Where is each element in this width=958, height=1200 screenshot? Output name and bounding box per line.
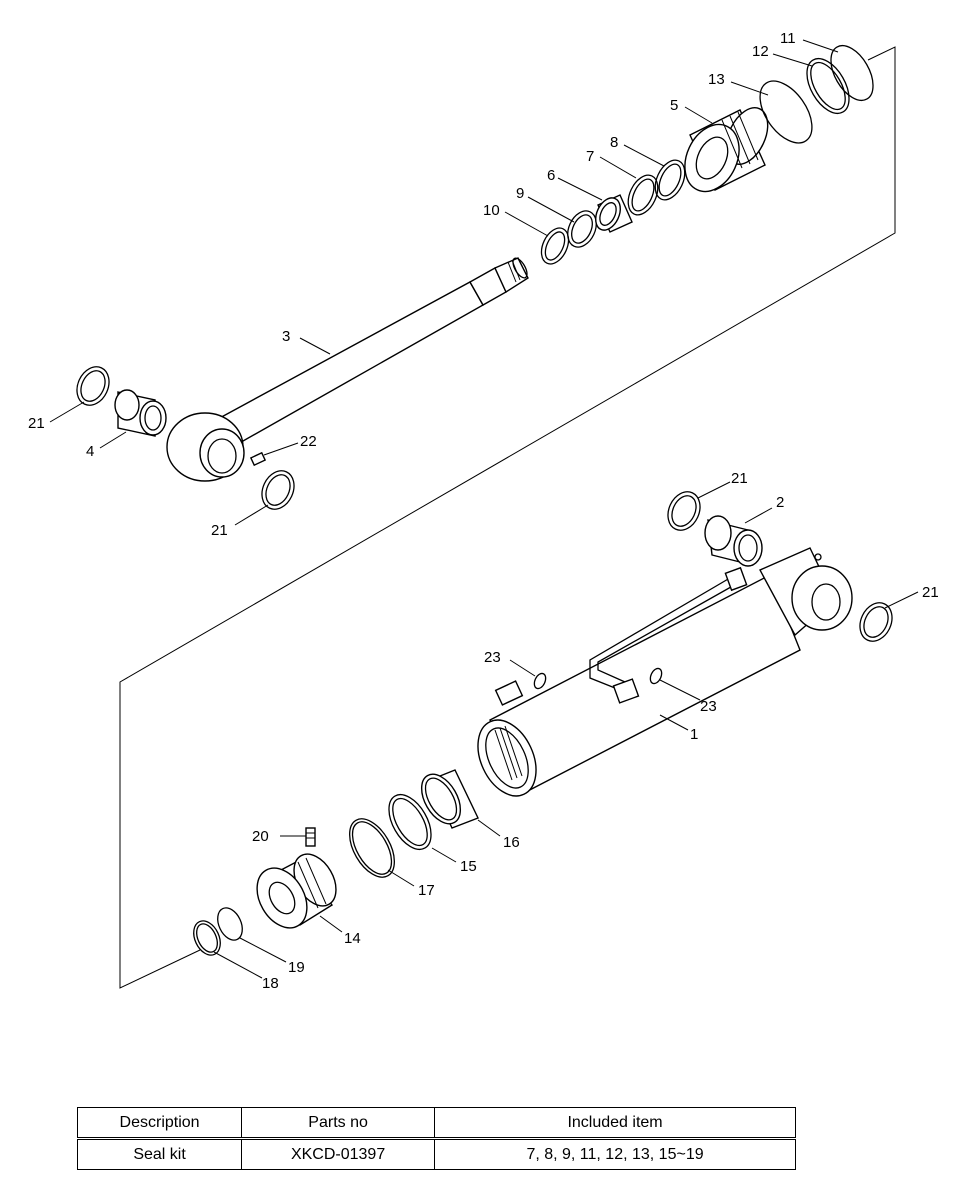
backup-ring-part-12 — [806, 58, 850, 114]
part-label-10: 10 — [483, 202, 500, 219]
part-label-13: 13 — [708, 71, 725, 88]
rod-cover-part-5 — [684, 107, 769, 193]
seal-ring-21-d — [859, 602, 893, 642]
seal-kit-table: Description Parts no Included item Seal … — [76, 1107, 796, 1170]
rod-eye — [166, 412, 245, 482]
cylinder-tube-part-1 — [477, 574, 801, 797]
bushing-part-6 — [595, 194, 633, 233]
cell-included-item: 7, 8, 9, 11, 12, 13, 15~19 — [434, 1138, 796, 1170]
tube-head-eye — [759, 547, 853, 637]
part-label-4: 4 — [86, 443, 94, 460]
snap-ring-part-10 — [540, 227, 570, 265]
part-label-15: 15 — [460, 858, 477, 875]
seal-ring-21-c — [667, 491, 701, 531]
seal-ring-21-a — [76, 366, 110, 406]
seal-ring-21-b — [261, 470, 295, 510]
o-ring-part-11 — [830, 45, 874, 101]
grease-fitting-part-22 — [249, 451, 267, 467]
part-label-11: 11 — [780, 30, 796, 47]
part-label-12: 12 — [752, 43, 769, 60]
backup-ring-part-8 — [654, 159, 686, 201]
cell-parts-no: XKCD-01397 — [241, 1138, 436, 1170]
part-label-21-d: 21 — [922, 584, 939, 601]
part-label-2: 2 — [776, 494, 784, 511]
piston-seal-part-15 — [388, 794, 432, 850]
part-label-7: 7 — [586, 148, 594, 165]
part-label-16: 16 — [503, 834, 520, 851]
assembly-frame — [119, 46, 896, 989]
part-label-23-b: 23 — [700, 698, 717, 715]
bushing-part-4 — [114, 389, 167, 437]
rod-seal-part-7 — [627, 174, 659, 216]
part-label-21-c: 21 — [731, 470, 748, 487]
table-row: Seal kit XKCD-01397 7, 8, 9, 11, 12, 13,… — [76, 1138, 796, 1170]
part-label-20: 20 — [252, 828, 269, 845]
part-label-21-b: 21 — [211, 522, 228, 539]
o-ring-part-23-a — [533, 672, 547, 690]
column-header-included-item: Included item — [434, 1107, 796, 1140]
o-ring-part-23-b — [649, 667, 663, 685]
piston-part-14 — [256, 853, 337, 929]
part-label-17: 17 — [418, 882, 435, 899]
part-label-1: 1 — [690, 726, 698, 743]
exploded-parts-diagram: 1 2 3 4 5 6 7 8 9 10 11 12 13 14 15 16 1… — [28, 30, 939, 992]
part-label-6: 6 — [547, 167, 555, 184]
backup-ring-part-19 — [217, 907, 243, 941]
part-label-21-a: 21 — [28, 415, 45, 432]
part-label-19: 19 — [288, 959, 305, 976]
piston-rod-part-3 — [214, 257, 529, 446]
pipe-line — [589, 566, 748, 704]
column-header-parts-no: Parts no — [241, 1107, 436, 1140]
part-label-14: 14 — [344, 930, 361, 947]
bushing-part-2 — [704, 515, 763, 567]
o-ring-part-17 — [349, 818, 395, 878]
table-header-row: Description Parts no Included item — [76, 1107, 796, 1140]
part-label-5: 5 — [670, 97, 678, 114]
part-label-8: 8 — [610, 134, 618, 151]
leader-lines — [49, 39, 919, 979]
o-ring-part-13 — [759, 80, 813, 144]
part-label-9: 9 — [516, 185, 524, 202]
port-fitting — [494, 680, 524, 706]
part-label-22: 22 — [300, 433, 317, 450]
cell-description: Seal kit — [76, 1138, 243, 1170]
column-header-description: Description — [76, 1107, 243, 1140]
part-label-3: 3 — [282, 328, 290, 345]
dust-seal-part-9 — [567, 210, 597, 248]
wear-ring-part-16 — [420, 769, 479, 829]
part-label-18: 18 — [262, 975, 279, 992]
set-screw-part-20 — [305, 827, 316, 847]
part-label-23-a: 23 — [484, 649, 501, 666]
o-ring-part-18 — [193, 920, 221, 956]
